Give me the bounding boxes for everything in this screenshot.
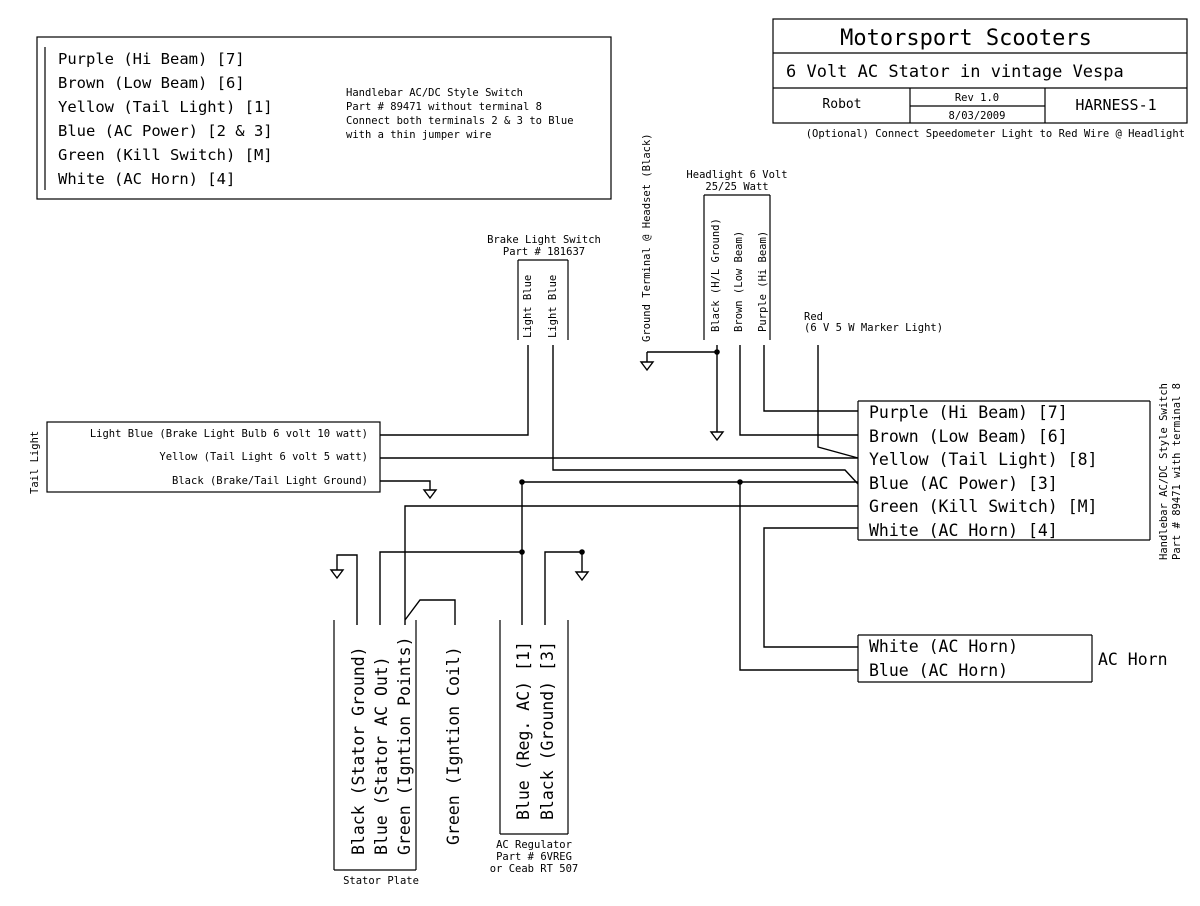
- wire-purple-hi-beam: [763, 345, 858, 412]
- marker-wire-color: Red: [804, 311, 823, 323]
- wire-blue-horn: [739, 482, 858, 671]
- speedometer-note: (Optional) Connect Speedometer Light to …: [806, 128, 1185, 140]
- stator-wire-label: Black (Stator Ground): [349, 646, 368, 855]
- wire-black-regulator-ground: [544, 551, 583, 625]
- horn-wire-label: White (AC Horn): [869, 637, 1018, 656]
- tail-light: Tail Light Light Blue (Brake Light Bulb …: [29, 421, 381, 494]
- revision: Rev 1.0: [955, 92, 999, 104]
- legend-item: Green (Kill Switch) [M]: [58, 146, 273, 164]
- legend-box: Purple (Hi Beam) [7] Brown (Low Beam) [6…: [36, 36, 612, 200]
- switch-wire-label: Green (Kill Switch) [M]: [869, 497, 1097, 516]
- wire-red-marker: [817, 345, 859, 459]
- tail-wire-label: Black (Brake/Tail Light Ground): [172, 475, 368, 487]
- drawing-id: HARNESS-1: [1075, 96, 1156, 114]
- legend-item: Yellow (Tail Light) [1]: [58, 98, 273, 116]
- wire-black-stator-ground: [336, 554, 358, 625]
- regulator-part: Part # 6VREG: [496, 851, 572, 863]
- wire-white-horn: [763, 527, 858, 648]
- horn-wire-label: Blue (AC Horn): [869, 661, 1008, 680]
- regulator-wire-label: Blue (Reg. AC) [1]: [514, 641, 533, 820]
- switch-wire-label: Blue (AC Power) [3]: [869, 474, 1058, 493]
- wire-light-blue-brake-bulb: [380, 345, 529, 436]
- company-name: Motorsport Scooters: [840, 26, 1092, 51]
- headlight: Headlight 6 Volt 25/25 Watt Black (H/L G…: [686, 169, 788, 340]
- brake-wire-label: Light Blue: [522, 275, 534, 338]
- regulator-wire-label: Black (Ground) [3]: [538, 641, 557, 820]
- drawing-subtitle: 6 Volt AC Stator in vintage Vespa: [786, 62, 1124, 82]
- wire-brown-low-beam: [739, 345, 858, 436]
- switch-side-label: Handlebar AC/DC Style Switch: [1158, 383, 1170, 560]
- ground-symbol: [639, 352, 655, 372]
- regulator-label: AC Regulator: [496, 839, 572, 851]
- date: 8/03/2009: [949, 110, 1006, 122]
- legend-item: White (AC Horn) [4]: [58, 170, 235, 188]
- stator-wire-label: Green (Igntion Points): [395, 636, 414, 855]
- legend-note: with a thin jumper wire: [346, 129, 491, 141]
- tail-wire-label: Yellow (Tail Light 6 volt 5 watt): [159, 451, 368, 463]
- legend-note: Part # 89471 without terminal 8: [346, 101, 542, 113]
- legend-note: Connect both terminals 2 & 3 to Blue: [346, 115, 574, 127]
- headlight-rating: 25/25 Watt: [705, 181, 768, 193]
- regulator-alt-part: or Ceab RT 507: [490, 863, 579, 875]
- headlight-wire-label: Purple (Hi Beam): [757, 231, 769, 332]
- wire-black-tail-ground: [380, 480, 431, 490]
- wires: [329, 345, 859, 671]
- wire-light-blue-ac-power: [552, 345, 859, 485]
- legend-note: Handlebar AC/DC Style Switch: [346, 87, 523, 99]
- wire-green-kill: [404, 505, 858, 625]
- switch-wire-label: Purple (Hi Beam) [7]: [869, 403, 1068, 422]
- ground-terminal-label: Ground Terminal @ Headset (Black): [641, 133, 653, 342]
- headlight-wire-label: Brown (Low Beam): [733, 231, 745, 332]
- brake-switch-title: Brake Light Switch: [487, 234, 601, 246]
- switch-side-part: Part # 89471 with terminal 8: [1171, 383, 1183, 560]
- handlebar-switch: Purple (Hi Beam) [7] Brown (Low Beam) [6…: [857, 383, 1183, 560]
- tail-light-label: Tail Light: [29, 431, 41, 494]
- brake-wire-label: Light Blue: [547, 275, 559, 338]
- legend-item: Brown (Low Beam) [6]: [58, 74, 245, 92]
- ignition-coil-label: Green (Igntion Coil): [444, 646, 463, 845]
- legend-item: Purple (Hi Beam) [7]: [58, 50, 245, 68]
- ac-regulator: Blue (Reg. AC) [1] Black (Ground) [3] AC…: [490, 620, 579, 875]
- legend-item: Blue (AC Power) [2 & 3]: [58, 122, 273, 140]
- stator-plate: Black (Stator Ground) Blue (Stator AC Ou…: [333, 620, 419, 887]
- title-block: Motorsport Scooters 6 Volt AC Stator in …: [772, 18, 1188, 124]
- switch-wire-label: White (AC Horn) [4]: [869, 521, 1058, 540]
- headlight-wire-label: Black (H/L Ground): [710, 218, 722, 332]
- switch-wire-label: Yellow (Tail Light) [8]: [869, 450, 1097, 469]
- wire-blue-stator: [379, 551, 522, 625]
- headlight-title: Headlight 6 Volt: [686, 169, 787, 181]
- author: Robot: [822, 97, 861, 112]
- wire-green-coil: [404, 599, 456, 625]
- switch-wire-label: Brown (Low Beam) [6]: [869, 427, 1068, 446]
- brake-light-switch: Brake Light Switch Part # 181637 Light B…: [487, 234, 601, 340]
- stator-wire-label: Blue (Stator AC Out): [372, 656, 391, 855]
- stator-label: Stator Plate: [343, 875, 419, 887]
- brake-switch-part: Part # 181637: [503, 246, 585, 258]
- marker-light-label: (6 V 5 W Marker Light): [804, 322, 943, 334]
- horn-label: AC Horn: [1098, 650, 1168, 669]
- ac-horn: White (AC Horn) Blue (AC Horn) AC Horn: [857, 634, 1168, 683]
- tail-wire-label: Light Blue (Brake Light Bulb 6 volt 10 w…: [90, 428, 368, 440]
